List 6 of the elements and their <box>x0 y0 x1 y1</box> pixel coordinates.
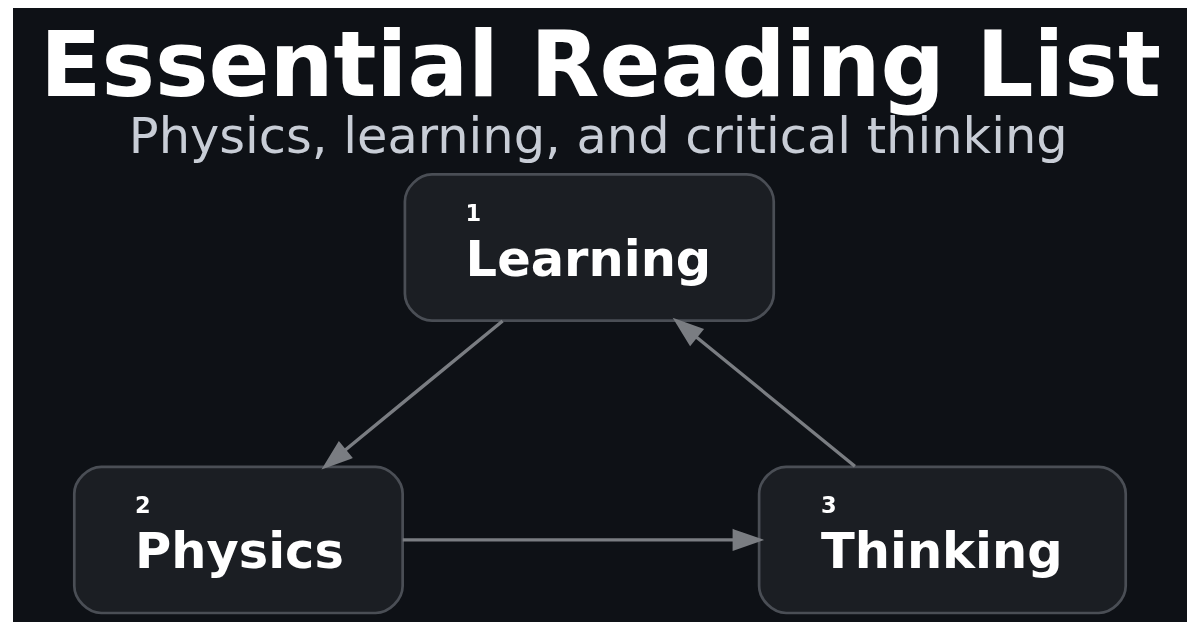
node-box: 1 Learning <box>403 173 776 322</box>
arrow <box>672 317 856 468</box>
arrow <box>321 319 504 470</box>
node-box: 3 Thinking <box>757 465 1128 615</box>
node-box: 2 Physics <box>72 465 404 615</box>
arrow <box>402 528 765 551</box>
